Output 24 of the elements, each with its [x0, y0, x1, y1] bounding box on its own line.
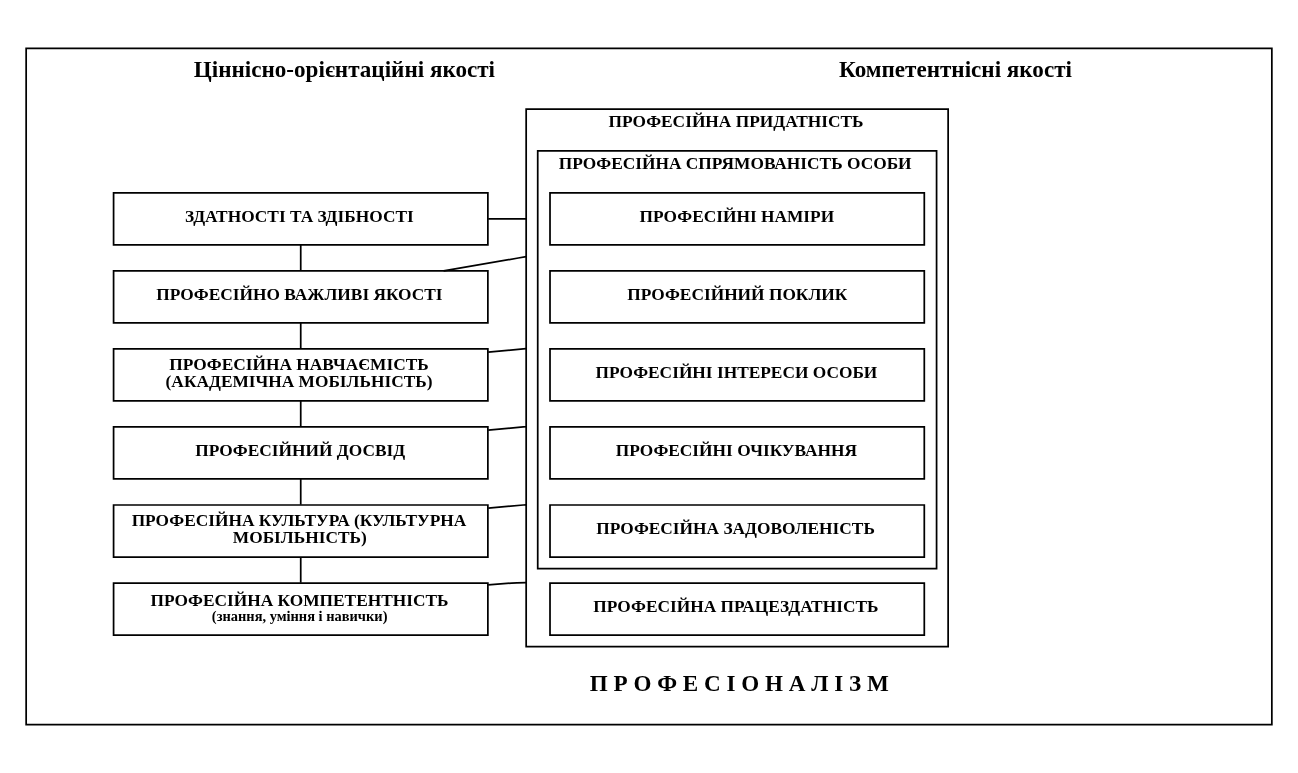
node-box: ПРОФЕСІЙНА КОМПЕТЕНТНІСТЬ (знання, уміння і навички)	[112, 582, 489, 636]
connector	[299, 556, 302, 584]
connector	[299, 400, 302, 428]
connector	[487, 425, 528, 432]
connector	[487, 503, 528, 510]
node-box: ЗДАТНОСТІ ТА ЗДІБНОСТІ	[112, 192, 489, 246]
connector	[299, 322, 302, 350]
node-box: ПРОФЕСІЙНО ВАЖЛИВІ ЯКОСТІ	[112, 270, 489, 324]
connector	[299, 478, 302, 506]
node-box: ПРОФЕСІЙНА ПРАЦЕЗДАТНІСТЬ	[549, 582, 926, 636]
connector	[487, 581, 528, 586]
label: П Р О Ф Е С І О Н А Л І З М	[589, 670, 889, 697]
node-box: ПРОФЕСІЙНІ ОЧІКУВАННЯ	[549, 426, 926, 480]
connector	[487, 218, 528, 220]
connector	[442, 255, 528, 272]
node-box: ПРОФЕСІЙНА КУЛЬТУРА (КУЛЬТУРНА МОБІЛЬНІСТЬ)	[112, 504, 489, 558]
node-box: ПРОФЕСІЙНА НАВЧАЄМІСТЬ (АКАДЕМІЧНА МОБІЛЬНІСТЬ)	[112, 348, 489, 402]
connector	[487, 347, 528, 353]
node-box: ПРОФЕСІЙНИЙ ДОСВІД	[112, 426, 489, 480]
connector	[299, 244, 302, 272]
node-box: ПРОФЕСІЙНІ НАМІРИ	[549, 192, 926, 246]
node-box: ПРОФЕСІЙНІ ІНТЕРЕСИ ОСОБИ	[549, 348, 926, 402]
node-box: ПРОФЕСІЙНА ЗАДОВОЛЕНІСТЬ	[549, 504, 926, 558]
node-box: ПРОФЕСІЙНИЙ ПОКЛИК	[549, 270, 926, 324]
